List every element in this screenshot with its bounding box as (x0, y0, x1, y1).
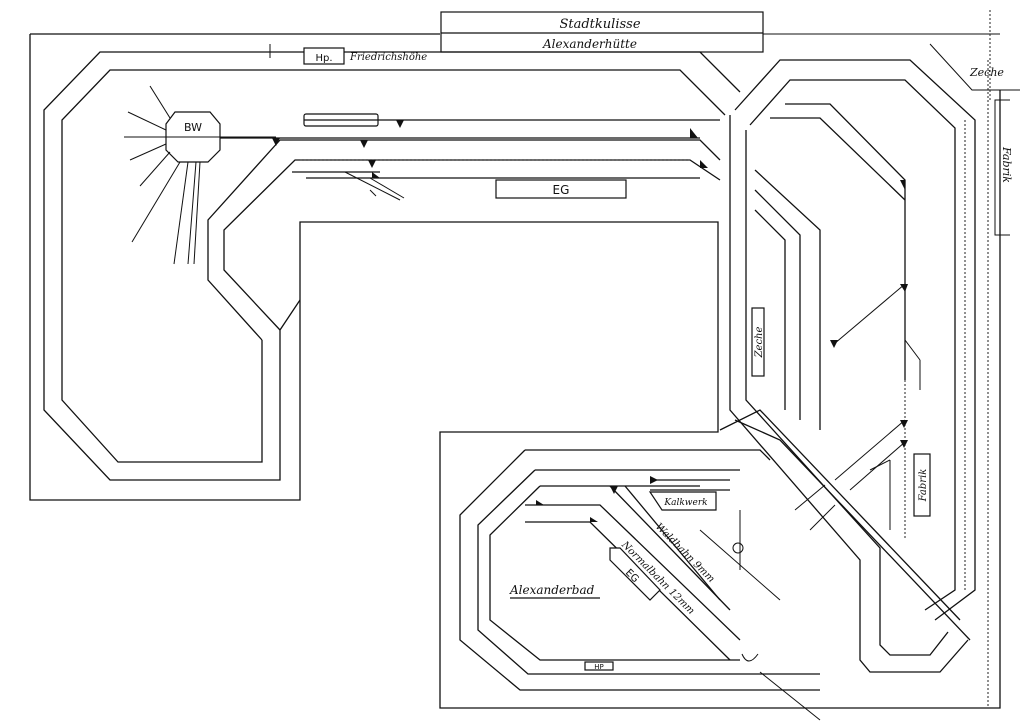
label-factory-lower: Fabrik (918, 469, 929, 503)
label-station-building-upper: EG (553, 183, 570, 197)
label-halt-lower: HP (594, 663, 604, 671)
label-backdrop-top: Stadtkulisse (559, 17, 640, 32)
label-halt-name: Friedrichshöhe (349, 52, 427, 63)
lower-loop-tracks (459, 449, 821, 721)
right-loop-tracks (719, 59, 989, 708)
label-halt: Hp. (315, 53, 332, 64)
label-depot: BW (184, 121, 202, 134)
label-lime-works: Kalkwerk (663, 498, 707, 508)
label-mine-top-right: Zeche (969, 66, 1004, 79)
backdrop-box (440, 11, 764, 53)
right-edge-zones (929, 10, 1020, 236)
depot-turntable (124, 85, 276, 265)
station-yard (220, 113, 720, 201)
benchwork-outline (29, 33, 1001, 709)
label-town: Alexanderbad (509, 583, 595, 597)
left-loop-tracks (43, 44, 741, 481)
label-backdrop-bottom: Alexanderhütte (542, 37, 637, 51)
label-mine-middle: Zeche (754, 327, 765, 359)
label-factory-right: Fabrik (1000, 146, 1013, 183)
